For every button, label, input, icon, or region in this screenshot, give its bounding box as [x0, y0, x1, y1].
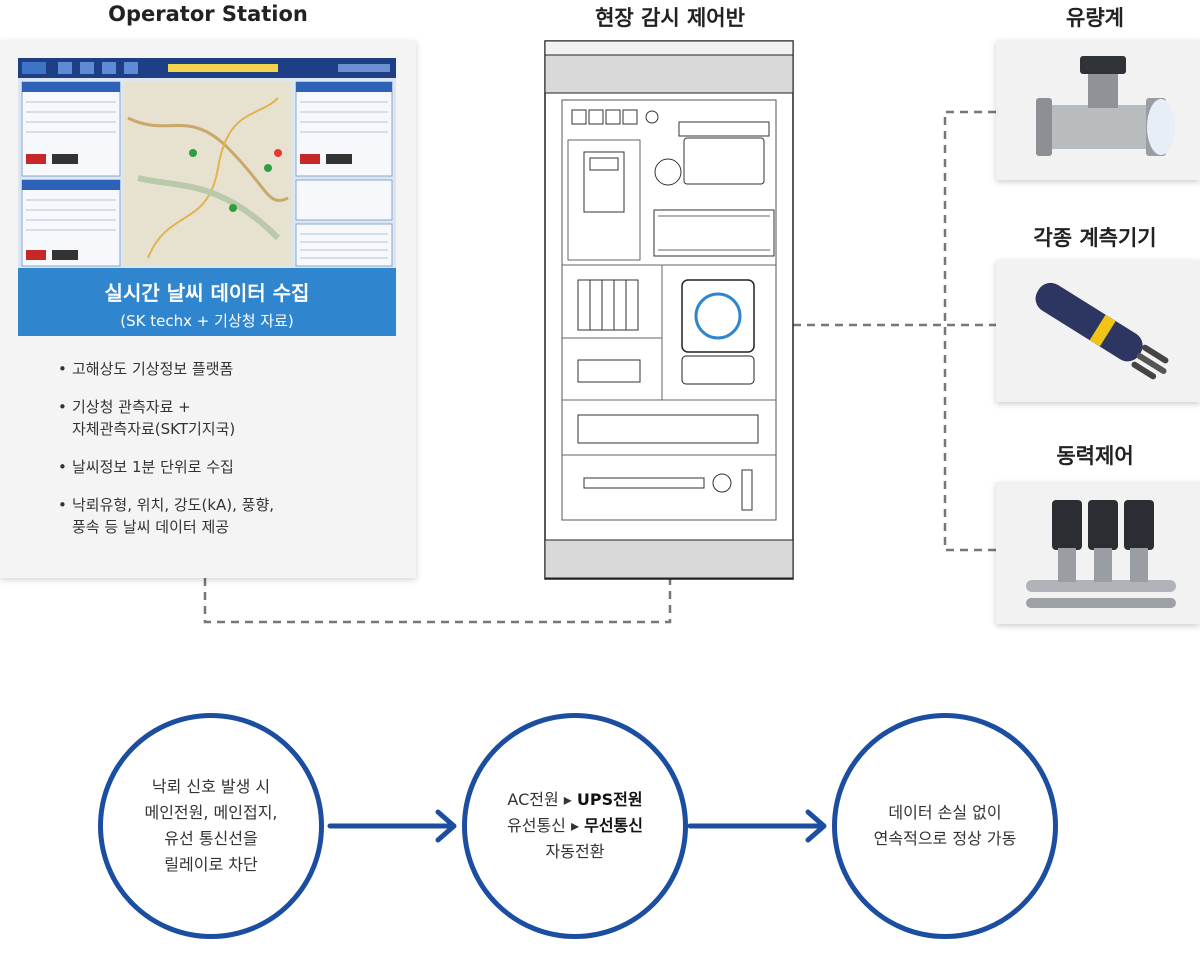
flowmeter-card: [996, 40, 1200, 180]
step-circle-continuous-operation: 데이터 손실 없이 연속적으로 정상 가동: [832, 713, 1058, 939]
power-control-card: [996, 482, 1200, 624]
weather-banner: 실시간 날씨 데이터 수집 (SK techx + 기상청 자료): [18, 268, 396, 336]
feature-item: 기상청 관측자료 +자체관측자료(SKT기지국): [58, 396, 398, 440]
pump-image: [1026, 500, 1176, 608]
banner-main-text: 실시간 날씨 데이터 수집: [104, 281, 310, 305]
instrument-probe-image: [1035, 282, 1169, 380]
banner-sub-text: (SK techx + 기상청 자료): [120, 312, 294, 330]
step-circle-lightning-cutoff: 낙뢰 신호 발생 시 메인전원, 메인접지, 유선 통신선을 릴레이로 차단: [98, 713, 324, 939]
instruments-title: 각종 계측기기: [1033, 226, 1157, 250]
flowmeter-title: 유량계: [1066, 6, 1124, 30]
flowmeter-image: [1036, 56, 1175, 156]
power-control-title: 동력제어: [1056, 444, 1134, 468]
control-panel-cabinet: [544, 40, 794, 584]
operator-station-title: Operator Station: [108, 2, 308, 26]
instruments-card: [996, 260, 1200, 402]
operator-feature-list: 고해상도 기상정보 플랫폼 기상청 관측자료 +자체관측자료(SKT기지국) 날…: [58, 358, 398, 554]
panel-title: 현장 감시 제어반: [595, 6, 745, 30]
operator-screen-image: [18, 58, 396, 270]
feature-item: 고해상도 기상정보 플랫폼: [58, 358, 398, 380]
feature-item: 날씨정보 1분 단위로 수집: [58, 456, 398, 478]
feature-item: 낙뢰유형, 위치, 강도(kA), 풍향,풍속 등 날씨 데이터 제공: [58, 494, 398, 538]
operator-station-card: 실시간 날씨 데이터 수집 (SK techx + 기상청 자료) 고해상도 기…: [0, 40, 416, 578]
step-circle-auto-switch: AC전원 ▸ UPS전원 유선통신 ▸ 무선통신 자동전환: [462, 713, 688, 939]
